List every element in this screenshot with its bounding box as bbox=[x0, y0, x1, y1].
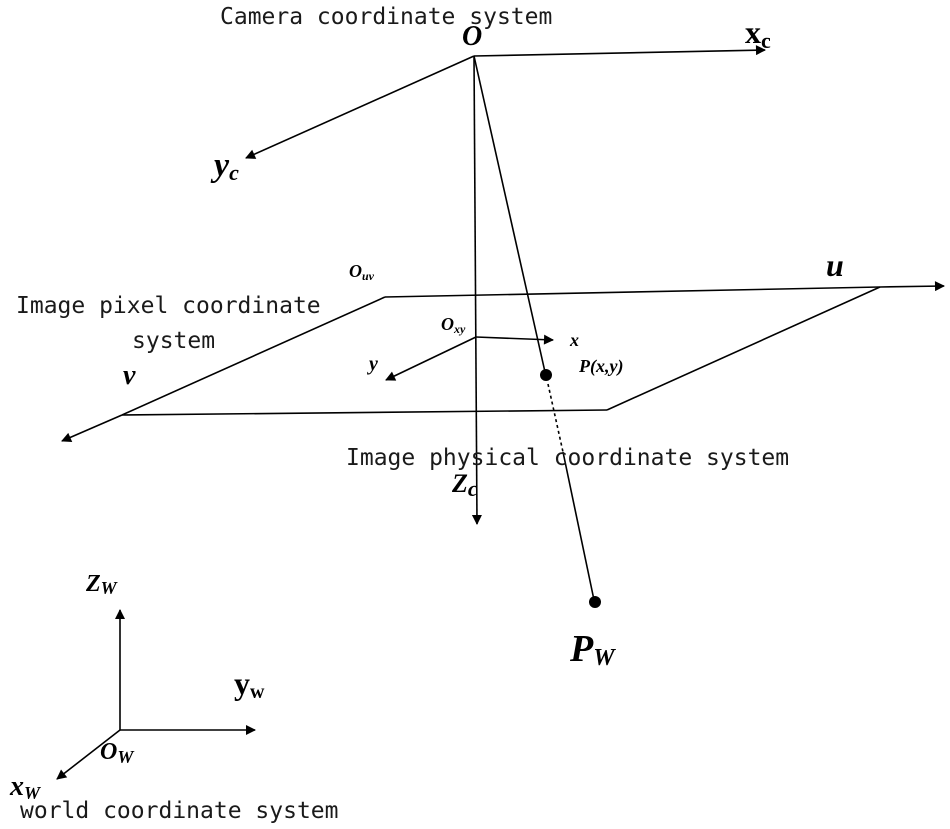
image-plane bbox=[61, 281, 945, 443]
pixel-system-caption-line2: system bbox=[132, 328, 215, 354]
projection-ray bbox=[473, 55, 546, 373]
pixel-u-label: u bbox=[826, 247, 844, 283]
pixel-v-axis bbox=[61, 414, 123, 443]
world-y-label: yw bbox=[234, 665, 265, 703]
physical-y-label: y bbox=[367, 353, 378, 375]
camera-y-label: yc bbox=[210, 147, 239, 185]
camera-x-label: xc bbox=[745, 14, 771, 53]
plane-right-edge bbox=[606, 286, 881, 411]
pixel-system-caption-line1: Image pixel coordinate bbox=[16, 293, 321, 319]
world-origin-label: OW bbox=[100, 739, 135, 767]
pixel-u-axis bbox=[879, 281, 945, 292]
image-point-label: P(x,y) bbox=[578, 356, 623, 377]
camera-y-axis bbox=[245, 55, 475, 159]
world-point-label: PW bbox=[569, 628, 616, 671]
physical-origin-label: Oxy bbox=[441, 314, 466, 336]
ray-to-world-point bbox=[562, 451, 595, 601]
world-x-axis bbox=[56, 729, 121, 780]
world-system-caption: world coordinate system bbox=[20, 798, 339, 824]
camera-z-label: Zc bbox=[451, 469, 478, 501]
world-point-pw bbox=[589, 596, 601, 608]
physical-x-label: x bbox=[569, 330, 579, 350]
physical-y-axis bbox=[385, 336, 477, 381]
physical-x-axis bbox=[475, 334, 554, 345]
pixel-origin-label: Ouv bbox=[349, 261, 375, 283]
physical-system-caption: Image physical coordinate system bbox=[346, 445, 789, 471]
hidden-ray-segment bbox=[547, 383, 564, 453]
physical-coordinate-system bbox=[385, 334, 601, 608]
camera-origin-label: O bbox=[462, 21, 482, 52]
camera-z-axis bbox=[471, 55, 482, 525]
plane-top-edge bbox=[384, 286, 881, 298]
pixel-v-label: v bbox=[123, 360, 136, 391]
world-x-label: xW bbox=[9, 771, 42, 803]
world-z-label: ZW bbox=[85, 571, 119, 598]
camera-system-caption: Camera coordinate system bbox=[220, 4, 552, 30]
world-coordinate-system bbox=[56, 609, 256, 780]
camera-x-axis bbox=[473, 45, 766, 57]
camera-coordinate-system bbox=[245, 45, 766, 525]
image-point-p bbox=[540, 369, 552, 381]
plane-left-edge bbox=[121, 296, 386, 416]
plane-bottom-edge bbox=[121, 409, 608, 416]
